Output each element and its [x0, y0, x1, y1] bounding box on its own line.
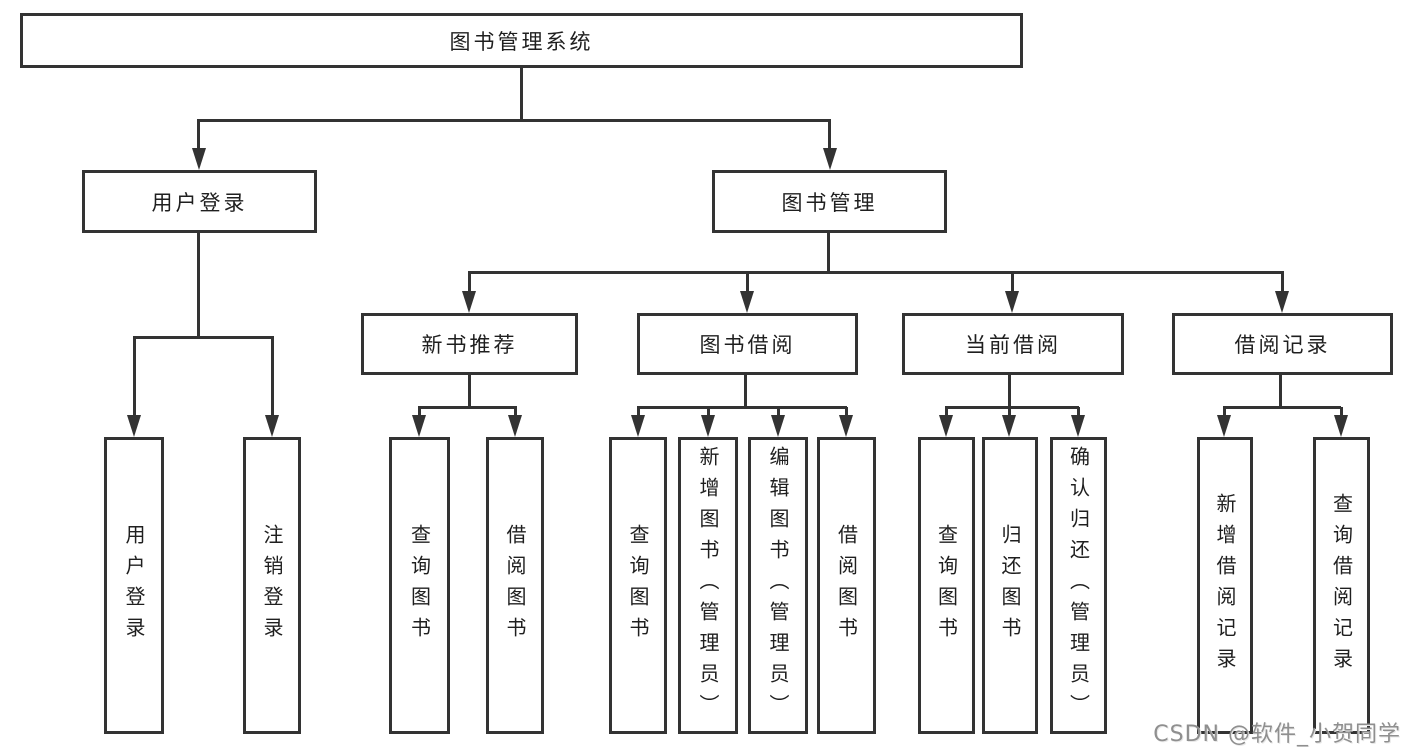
- arrow-to-cb-return-book: [1002, 415, 1016, 437]
- connector-bb-query-drop: [637, 407, 640, 415]
- node-root: 图书管理系统: [20, 13, 1023, 68]
- arrow-to-br-query-record: [1334, 415, 1348, 437]
- arrow-to-borrow-record: [1275, 291, 1289, 313]
- arrow-to-current-borrow: [1005, 291, 1019, 313]
- node-cb-confirm-return: 确认归还（管理员）: [1050, 437, 1107, 734]
- arrow-to-leaf-user-login: [127, 415, 141, 437]
- connector-current-borrow-hline: [945, 406, 1079, 409]
- arrow-to-book-management: [823, 148, 837, 170]
- node-br-query-record: 查询借阅记录: [1313, 437, 1370, 734]
- connector-new-book-recommend-stem: [468, 375, 471, 408]
- arrow-to-nbr-borrow-book: [508, 415, 522, 437]
- connector-leaf-logout-drop: [271, 337, 274, 415]
- connector-bb-borrow-drop: [845, 407, 848, 415]
- node-nbr-query-book: 查询图书: [389, 437, 450, 734]
- arrow-to-bb-query-book: [631, 415, 645, 437]
- connector-user-login-stem: [197, 233, 200, 339]
- node-bb-query-book: 查询图书: [609, 437, 667, 734]
- connector-book-borrow-hline: [637, 406, 847, 409]
- arrow-to-bb-edit-book: [771, 415, 785, 437]
- connector-level2-hline: [468, 271, 1284, 274]
- node-borrow-record: 借阅记录: [1172, 313, 1393, 375]
- connector-bb-add-drop: [707, 407, 710, 415]
- node-book-management: 图书管理: [712, 170, 947, 233]
- connector-borrow-record-stem: [1279, 375, 1282, 408]
- connector-current-borrow-stem: [1008, 375, 1011, 408]
- connector-borrow-record-hline: [1223, 406, 1341, 409]
- arrow-to-user-login: [192, 148, 206, 170]
- connector-user-login-drop: [197, 120, 200, 148]
- arrow-to-new-book-recommend: [462, 291, 476, 313]
- connector-book-management-drop: [828, 120, 831, 148]
- node-bb-borrow-book: 借阅图书: [817, 437, 876, 734]
- node-leaf-logout: 注销登录: [243, 437, 301, 734]
- arrow-to-bb-add-book: [701, 415, 715, 437]
- node-br-add-record: 新增借阅记录: [1197, 437, 1253, 734]
- node-nbr-borrow-book: 借阅图书: [486, 437, 544, 734]
- node-user-login: 用户登录: [82, 170, 317, 233]
- connector-cb-confirm-drop: [1077, 407, 1080, 415]
- node-bb-edit-book: 编辑图书（管理员）: [748, 437, 808, 734]
- connector-book-borrow-drop: [746, 272, 749, 291]
- arrow-to-book-borrow: [740, 291, 754, 313]
- connector-nbr-borrow-drop: [514, 407, 517, 415]
- connector-borrow-record-drop: [1281, 272, 1284, 291]
- arrow-to-bb-borrow-book: [839, 415, 853, 437]
- arrow-to-br-add-record: [1217, 415, 1231, 437]
- connector-book-borrow-stem: [744, 375, 747, 408]
- connector-new-book-recommend-drop: [468, 272, 471, 291]
- arrow-to-leaf-logout: [265, 415, 279, 437]
- connector-user-login-hline: [133, 336, 274, 339]
- connector-book-management-stem: [827, 233, 830, 273]
- connector-nbr-query-drop: [418, 407, 421, 415]
- connector-current-borrow-drop: [1011, 272, 1014, 291]
- node-leaf-user-login: 用户登录: [104, 437, 164, 734]
- node-current-borrow: 当前借阅: [902, 313, 1124, 375]
- node-book-borrow: 图书借阅: [637, 313, 858, 375]
- node-cb-return-book: 归还图书: [982, 437, 1038, 734]
- arrow-to-cb-query-book: [939, 415, 953, 437]
- connector-new-book-recommend-hline: [418, 406, 517, 409]
- node-cb-query-book: 查询图书: [918, 437, 975, 734]
- node-bb-add-book: 新增图书（管理员）: [678, 437, 738, 734]
- connector-cb-query-drop: [945, 407, 948, 415]
- node-new-book-recommend: 新书推荐: [361, 313, 578, 375]
- connector-br-add-drop: [1223, 407, 1226, 415]
- connector-leaf-user-login-drop: [133, 337, 136, 415]
- connector-cb-return-drop: [1008, 407, 1011, 415]
- watermark-text: CSDN @软件_小贺同学: [1153, 722, 1401, 747]
- connector-root-stem: [520, 68, 523, 121]
- connector-br-query-drop: [1340, 407, 1343, 415]
- arrow-to-nbr-query-book: [412, 415, 426, 437]
- arrow-to-cb-confirm-return: [1071, 415, 1085, 437]
- connector-bb-edit-drop: [777, 407, 780, 415]
- connector-level1-hline: [197, 119, 831, 122]
